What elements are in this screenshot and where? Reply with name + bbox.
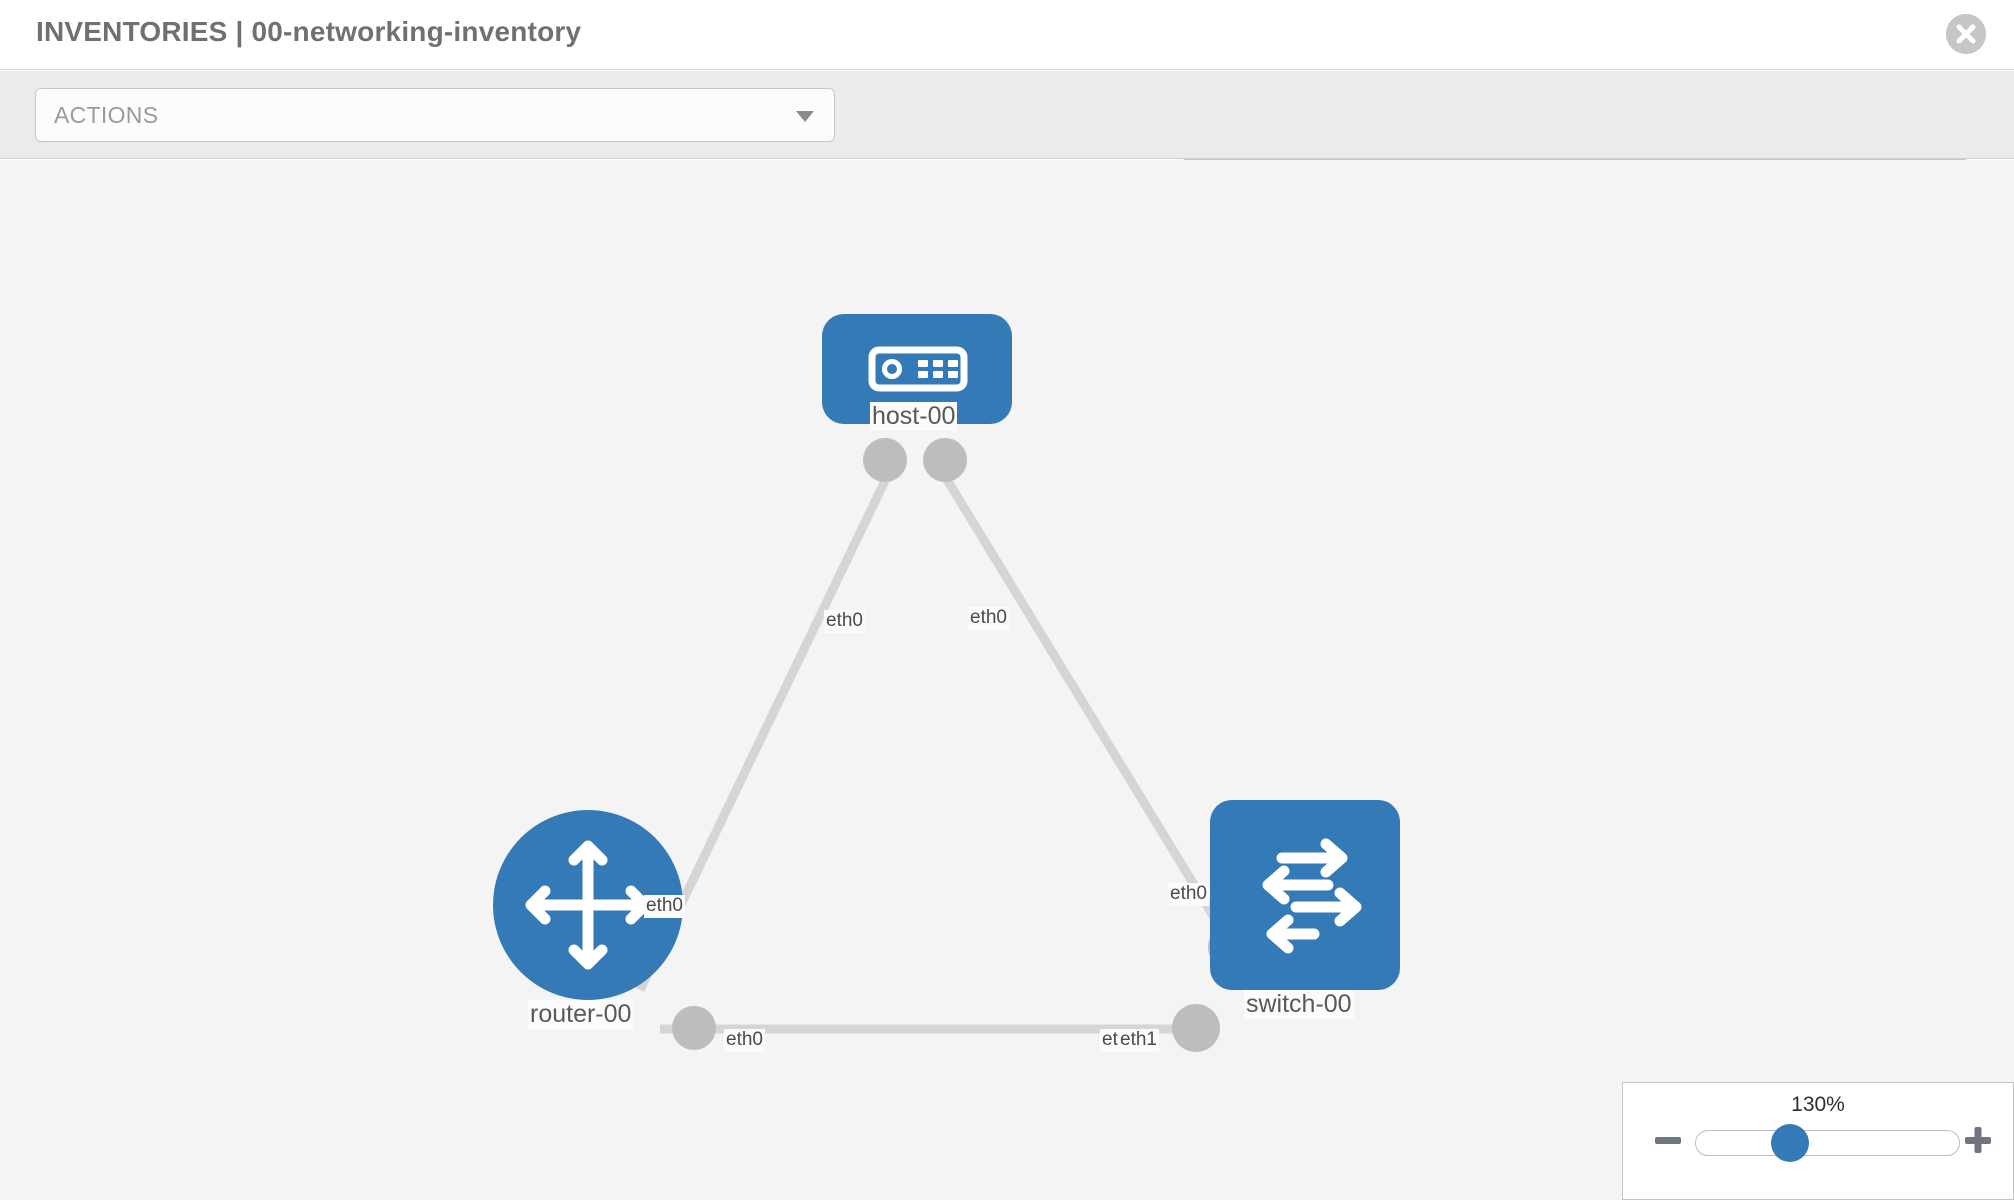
node-label-router-00: router-00 [528,1000,634,1029]
node-switch-00[interactable]: switch-00 [1210,800,1400,1019]
port-label: eth0 [968,607,1009,630]
port-label: eth0 [1168,883,1209,906]
page-title: INVENTORIES | 00-networking-inventory [36,16,582,47]
actions-dropdown-label: ACTIONS [54,102,159,128]
chevron-down-icon [796,111,814,122]
switch-icon-shape [1210,800,1400,990]
zoom-slider-thumb[interactable] [1771,1124,1809,1162]
node-label-switch-00: switch-00 [1244,990,1354,1019]
node-label-host-00: host-00 [870,402,958,431]
edge-group [635,457,1244,1034]
edge-host-switch [931,457,1244,963]
port-switch-left [1172,1004,1220,1052]
page-header: INVENTORIES | 00-networking-inventory [0,0,2014,70]
switch-icon [1262,838,1362,954]
plus-icon[interactable] [1963,1125,1993,1155]
toolbar: ACTIONS SEARCH [0,71,2014,213]
minus-icon[interactable] [1653,1125,1683,1155]
actions-dropdown[interactable]: ACTIONS [35,88,835,142]
port-label: eth0 [644,895,685,918]
port-label: eth0 [724,1029,765,1052]
port-label: eth0 [824,610,865,633]
server-icon [868,346,968,392]
port-label: eth1 [1118,1029,1159,1052]
router-icon [525,840,651,970]
port-host-left [863,438,907,482]
zoom-slider-track[interactable] [1695,1130,1960,1156]
port-host-right [923,438,967,482]
node-host-00[interactable]: host-00 [822,314,1012,431]
zoom-level-value: 130% [1791,1093,1845,1116]
zoom-control-panel: 130% [1622,1082,2014,1200]
port-router-right [672,1006,716,1050]
topology-canvas[interactable]: host-00 router-00 [0,160,2014,1200]
close-icon[interactable] [1946,14,1986,54]
